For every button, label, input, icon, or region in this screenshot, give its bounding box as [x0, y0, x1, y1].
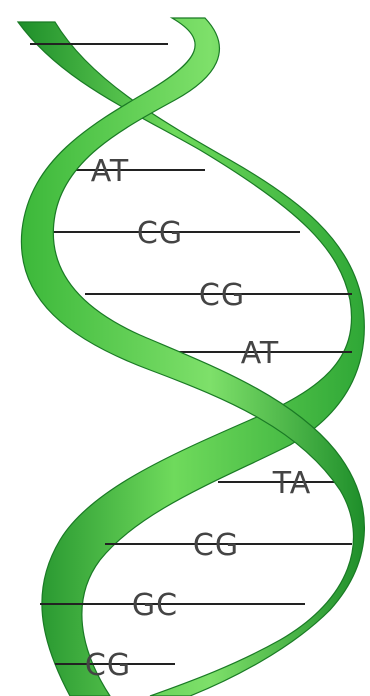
base-pair-label: CG — [193, 528, 239, 563]
base-pair-label: AT — [91, 154, 130, 189]
base-pair-label: CG — [85, 648, 131, 683]
base-pair-label: AT — [241, 336, 280, 371]
base-pair-label: GC — [132, 588, 178, 623]
base-pair-label: CG — [199, 278, 245, 313]
base-pair-label: CG — [137, 216, 183, 251]
base-pair-label: TA — [272, 466, 312, 501]
